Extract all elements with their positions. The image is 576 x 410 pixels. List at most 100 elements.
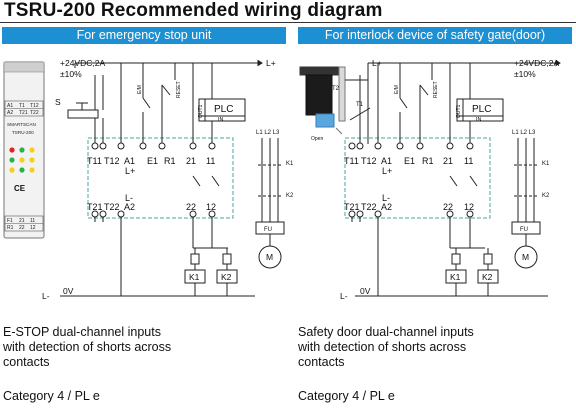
device-terminal-label: T22 (30, 110, 39, 116)
supply-neg-label: 0V (360, 286, 371, 296)
led-yellow (9, 167, 15, 173)
switch-s-label: S (55, 97, 61, 107)
k2-label: K2 (482, 272, 493, 282)
wiring-diagram: A1 T1 T12 A2 T21 T22 SMARTSCAN TSRU-200 … (3, 58, 561, 301)
device-terminal-label: 22 (19, 225, 25, 231)
caption-emergency-stop: E-STOP dual-channel inputs with detectio… (3, 325, 273, 370)
plc-out-label: OUT1 (456, 104, 462, 118)
banner-emergency-stop: For emergency stop unit (2, 27, 286, 44)
rail-pos-label: L+ (266, 58, 276, 68)
plc-in-label: IN (218, 117, 224, 123)
phase-labels: L1 L2 L3 (512, 130, 536, 136)
category-label: Category 4 / PL e (3, 389, 100, 403)
terminal-label: 12 (206, 202, 216, 212)
reset-label: RESET (433, 81, 439, 98)
motor-label: M (266, 252, 273, 262)
device-terminal-label: T12 (30, 103, 39, 109)
terminal-label: 21 (186, 156, 196, 166)
terminal-label: 12 (464, 202, 474, 212)
device-terminal-label: A2 (7, 110, 13, 116)
rail-neg-label: L- (42, 291, 50, 301)
k1-label: K1 (542, 161, 550, 167)
k1-label: K1 (450, 272, 461, 282)
terminal-label: T11 (344, 156, 359, 166)
supply-label: +24VDC,2A (514, 58, 559, 68)
terminal-label: 11 (464, 156, 473, 166)
device-model: TSRU-200 (12, 130, 34, 135)
plc-out-label: OUT1 (198, 104, 204, 118)
caption-line: E-STOP dual-channel inputs (3, 325, 161, 339)
rail-pos-label: L+ (372, 58, 382, 68)
terminal-label: 21 (443, 156, 453, 166)
plc-label: PLC (472, 104, 491, 115)
device-terminal-label: T1 (19, 103, 25, 109)
banner-safety-gate: For interlock device of safety gate(door… (298, 27, 572, 44)
tsru-200-device: A1 T1 T12 A2 T21 T22 SMARTSCAN TSRU-200 … (3, 61, 45, 239)
device-terminal-label: 21 (19, 218, 25, 224)
terminal-label: T21 (87, 202, 103, 212)
terminal-label: A2 (124, 202, 135, 212)
category-label: Category 4 / PL e (298, 389, 395, 403)
terminal-label: A1 (381, 156, 392, 166)
k2-label: K2 (542, 193, 550, 199)
plc-in-label: IN (476, 117, 482, 123)
terminal-label: T22 (361, 202, 377, 212)
caption-safety-gate: Safety door dual-channel inputs with det… (298, 325, 568, 370)
terminal-label: T12 (361, 156, 377, 166)
led-green (9, 157, 15, 163)
terminal-label: T12 (104, 156, 120, 166)
led-green (19, 147, 25, 153)
phase-labels: L1 L2 L3 (256, 130, 280, 136)
tolerance-label: ±10% (60, 69, 82, 79)
led-yellow (29, 157, 35, 163)
device-brand: SMARTSCAN (7, 122, 36, 127)
terminal-label: T22 (104, 202, 120, 212)
page-title: TSRU-200 Recommended wiring diagram (4, 0, 383, 21)
emergency-stop-circuit (60, 59, 285, 297)
reset-label: RESET (176, 81, 182, 98)
estop-label: E/M (394, 85, 400, 94)
k2-label: K2 (286, 193, 294, 199)
led-green (19, 167, 25, 173)
door-open-label: Open (311, 136, 323, 142)
terminal-label: R1 (164, 156, 176, 166)
caption-line: contacts (3, 355, 50, 369)
rail-neg-label: L- (340, 291, 348, 301)
motor-label: M (522, 252, 529, 262)
ce-mark: CE (14, 184, 26, 193)
device-terminal-label: T21 (19, 110, 28, 116)
k1-label: K1 (286, 161, 294, 167)
terminal-label: A2 (381, 202, 392, 212)
terminal-label: 22 (443, 202, 453, 212)
terminal-label: 22 (186, 202, 196, 212)
device-terminal-label: R1 (7, 225, 14, 231)
t2-label: T2 (332, 86, 340, 92)
safety-gate-circuit (299, 59, 561, 297)
plc-label: PLC (214, 104, 233, 115)
caption-line: with detection of shorts across (3, 340, 172, 354)
t1-label: T1 (356, 102, 364, 108)
terminal-label: A1 (124, 156, 135, 166)
device-terminal-label: F1 (7, 218, 13, 224)
tolerance-label: ±10% (514, 69, 536, 79)
terminal-label: R1 (422, 156, 434, 166)
terminal-label: 11 (206, 156, 215, 166)
led-yellow (19, 157, 25, 163)
device-terminal-label: 11 (30, 218, 35, 224)
fu-label: FU (264, 227, 272, 233)
caption-line: with detection of shorts across (298, 340, 467, 354)
terminal-sub-label: L+ (382, 166, 392, 176)
terminal-sub-label: L- (382, 193, 390, 203)
led-red (9, 147, 15, 153)
k1-label: K1 (189, 272, 200, 282)
terminal-label: E1 (147, 156, 158, 166)
device-terminal-label: 12 (30, 225, 36, 231)
caption-line: Safety door dual-channel inputs (298, 325, 474, 339)
terminal-sub-label: L- (125, 193, 133, 203)
fu-label: FU (520, 227, 528, 233)
supply-neg-label: 0V (63, 286, 74, 296)
k2-label: K2 (221, 272, 232, 282)
title-divider (0, 22, 576, 23)
estop-label: E/M (137, 85, 143, 94)
caption-line: contacts (298, 355, 345, 369)
